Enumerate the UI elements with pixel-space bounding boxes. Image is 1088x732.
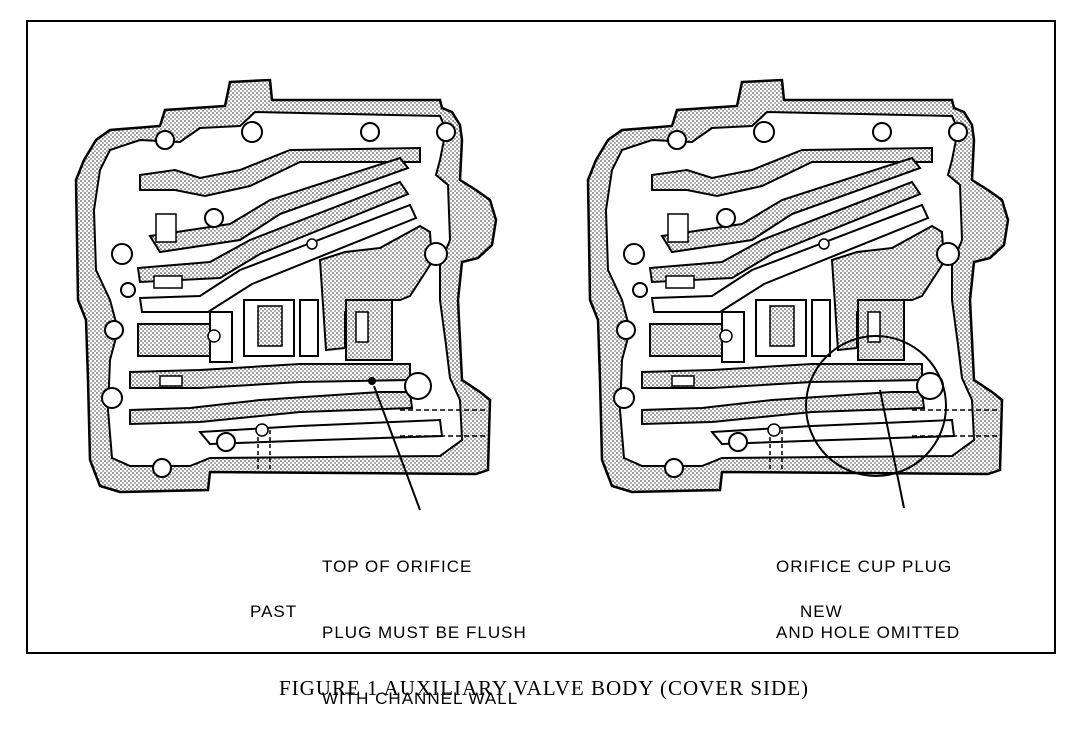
past-leader-line bbox=[373, 385, 421, 511]
new-callout-line-2: AND HOLE OMITTED bbox=[776, 623, 961, 642]
new-label: NEW bbox=[800, 602, 843, 621]
figure-frame bbox=[26, 20, 1056, 654]
past-label: PAST bbox=[250, 602, 298, 621]
new-leader-line bbox=[879, 389, 905, 509]
detail-circle bbox=[805, 335, 947, 477]
new-valve-body bbox=[586, 78, 1010, 494]
past-callout-line-2: PLUG MUST BE FLUSH bbox=[322, 623, 527, 642]
new-callout: ORIFICE CUP PLUG AND HOLE OMITTED bbox=[776, 512, 960, 666]
past-callout-line-1: TOP OF ORIFICE bbox=[322, 557, 473, 576]
past-callout: TOP OF ORIFICE PLUG MUST BE FLUSH WITH C… bbox=[322, 512, 527, 732]
past-callout-line-3: WITH CHANNEL WALL bbox=[322, 689, 519, 708]
orifice-plug bbox=[368, 377, 376, 385]
new-callout-line-1: ORIFICE CUP PLUG bbox=[776, 557, 953, 576]
past-valve-body bbox=[74, 78, 498, 494]
figure-caption: FIGURE 1 AUXILIARY VALVE BODY (COVER SID… bbox=[278, 676, 810, 700]
